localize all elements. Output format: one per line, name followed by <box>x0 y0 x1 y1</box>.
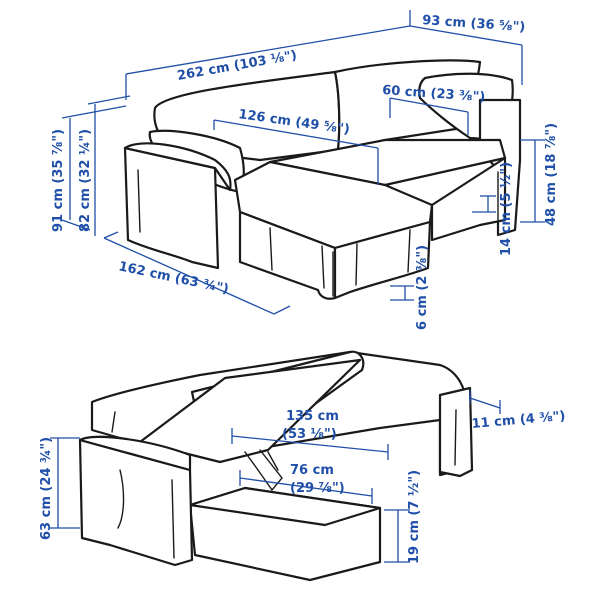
label-depth-total: 93 cm (36 ⅝") <box>422 13 526 35</box>
bed-left-arm-top <box>78 435 192 472</box>
label-bed-height-side: 63 cm (24 ¾") <box>39 437 54 540</box>
label-seat-height: 48 cm (18 ⅞") <box>544 123 559 226</box>
storage-lid-panel <box>138 358 362 464</box>
label-leg-height: 6 cm (2 ⅜") <box>415 245 430 330</box>
bottom-dimension-lines <box>50 390 501 563</box>
label-arm-width: 11 cm (4 ⅜") <box>471 409 566 432</box>
top-dimension-lines <box>61 10 545 315</box>
label-storage-length-imperial: (53 ⅛") <box>282 427 337 442</box>
storage-box-top <box>188 486 382 527</box>
label-chaise-depth: 60 cm (23 ⅜") <box>382 83 486 105</box>
label-storage-depth-imperial: (29 ⅞") <box>290 481 345 496</box>
chaise-front-skirt <box>333 220 432 300</box>
top-sofa-drawing <box>123 59 522 300</box>
main-base-skirt <box>430 156 507 242</box>
label-storage-height: 19 cm (7 ½") <box>407 470 422 564</box>
label-height-total: 91 cm (35 ⅞") <box>51 129 66 232</box>
label-seat-cushion: 14 cm (5 ½") <box>499 162 514 256</box>
left-arm <box>123 146 220 270</box>
bottom-sofa-drawing <box>78 350 474 582</box>
label-storage-depth-value: 76 cm <box>290 463 334 478</box>
left-arm-top <box>123 142 232 192</box>
label-back-height: 82 cm (32 ¼") <box>78 129 93 232</box>
label-storage-length-value: 135 cm <box>286 409 339 424</box>
